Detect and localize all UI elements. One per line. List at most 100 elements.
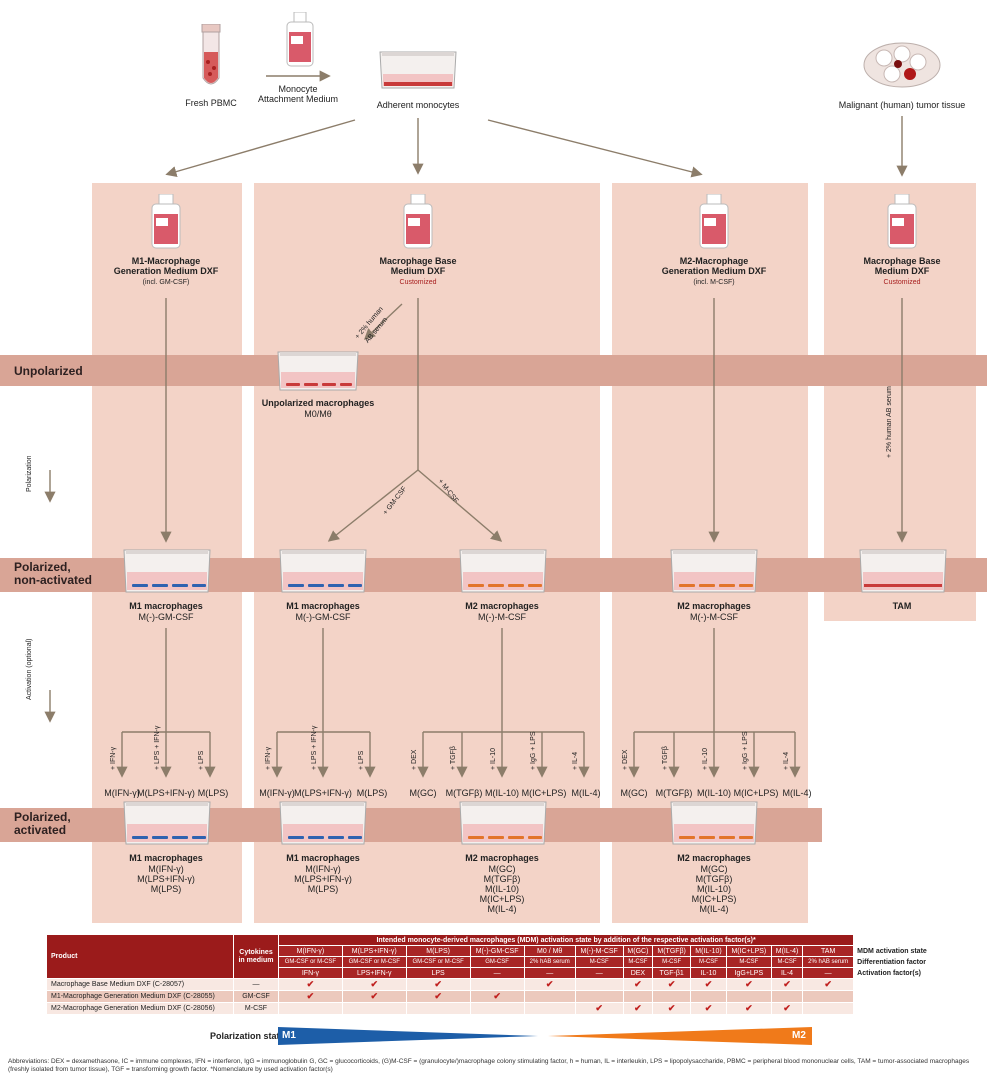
table-row-tail bbox=[853, 978, 940, 991]
table-row: M2-Macrophage Generation Medium DXF (C-2… bbox=[46, 1002, 940, 1015]
table-state-cell: M(IC+LPS) bbox=[725, 945, 772, 957]
m1b-activated-title: M1 macrophages bbox=[286, 853, 360, 863]
check-icon bbox=[574, 978, 624, 991]
m2a-state-4: M(IC+LPS) bbox=[521, 788, 567, 798]
table-diff-cell: 2% hAB serum bbox=[523, 956, 576, 968]
check-icon: ✔ bbox=[652, 978, 692, 991]
m2b-activated-line-5: M(IL-4) bbox=[699, 904, 729, 914]
table-act-cell: LPS+IFN-γ bbox=[341, 967, 407, 979]
m2a-state-3: M(IL-10) bbox=[484, 788, 520, 798]
m2a-factor-5: + IL-4 bbox=[572, 751, 579, 770]
check-icon bbox=[341, 1002, 407, 1015]
table-product-cytokine: M-CSF bbox=[233, 1002, 279, 1015]
m1b-activated-line-1: M(IFN-γ) bbox=[305, 864, 341, 874]
table-row-tail bbox=[853, 1002, 940, 1015]
m2b-factor-2: + TGFβ bbox=[662, 746, 669, 770]
m1a-activated-line-3: M(LPS) bbox=[150, 884, 182, 894]
table-act-cell: IFN-γ bbox=[278, 967, 343, 979]
table-header-cytokines: Cytokines in medium bbox=[233, 934, 279, 979]
m2-medium-note: (incl. M-CSF) bbox=[693, 279, 735, 286]
m2a-factor-2: + TGFβ bbox=[450, 746, 457, 770]
polarization-m2-label: M2 bbox=[792, 1030, 806, 1041]
check-icon bbox=[770, 990, 804, 1003]
table-row-label: Differentiation factor bbox=[853, 956, 940, 968]
product-table: Product Cytokines in medium Intended mon… bbox=[46, 934, 940, 1015]
m2b-activated-line-3: M(IL-10) bbox=[696, 884, 732, 894]
tam-dish-icon bbox=[859, 549, 947, 593]
check-icon: ✔ bbox=[725, 978, 772, 991]
m2b-activated-title: M2 macrophages bbox=[677, 853, 751, 863]
m2a-activated-line-5: M(IL-4) bbox=[487, 904, 517, 914]
check-icon: ✔ bbox=[574, 1002, 624, 1015]
check-icon: ✔ bbox=[405, 978, 471, 991]
table-product-cytokine: GM-CSF bbox=[233, 990, 279, 1003]
check-icon bbox=[574, 990, 624, 1003]
check-icon: ✔ bbox=[725, 1002, 772, 1015]
m2a-activated-line-3: M(IL-10) bbox=[484, 884, 520, 894]
unpolarized-sub: M0/Mθ bbox=[304, 409, 332, 419]
band-label-polarized-2: non-activated bbox=[14, 573, 93, 587]
m1a-state-2: M(LPS+IFN-γ) bbox=[137, 788, 195, 798]
table-diff-cell: M-CSF bbox=[725, 956, 772, 968]
table-diff-cell: M-CSF bbox=[574, 956, 624, 968]
band-unpolarized bbox=[0, 355, 987, 386]
column-tam bbox=[824, 183, 976, 621]
tam-medium-name-1: Macrophage Base bbox=[863, 256, 941, 266]
table-diff-cell: GM-CSF or M-CSF bbox=[405, 956, 471, 968]
table-diff-cell: 2% hAB serum bbox=[802, 956, 855, 968]
m1-medium-note: (incl. GM-CSF) bbox=[142, 279, 190, 286]
check-icon bbox=[278, 1002, 343, 1015]
m2b-state-1: M(GC) bbox=[620, 788, 648, 798]
check-icon: ✔ bbox=[652, 1002, 692, 1015]
m1b-factor-3: + LPS bbox=[358, 750, 365, 770]
m1b-activated-dish-icon bbox=[279, 801, 367, 845]
m1b-factor-2: + LPS + IFN-γ bbox=[311, 725, 318, 770]
m2a-activated-line-1: M(GC) bbox=[488, 864, 516, 874]
check-icon bbox=[523, 990, 576, 1003]
m2b-polarized-dish-icon bbox=[670, 549, 758, 593]
m2b-activated-line-1: M(GC) bbox=[700, 864, 728, 874]
table-state-cell: M(IL-4) bbox=[770, 945, 804, 957]
check-icon: ✔ bbox=[469, 990, 525, 1003]
table-act-cell: IL-10 bbox=[690, 967, 727, 979]
check-icon bbox=[652, 990, 692, 1003]
table-state-cell: M(-)-M-CSF bbox=[574, 945, 624, 957]
tam-polarized-label: TAM bbox=[892, 601, 912, 611]
check-icon bbox=[725, 990, 772, 1003]
m2-medium-name-1: M2-Macrophage bbox=[679, 256, 749, 266]
check-icon bbox=[469, 1002, 525, 1015]
table-header-product: Product bbox=[46, 934, 234, 979]
table-product-name: M2-Macrophage Generation Medium DXF (C-2… bbox=[46, 1002, 234, 1015]
m1b-state-3: M(LPS) bbox=[356, 788, 388, 798]
m1b-activated-line-3: M(LPS) bbox=[307, 884, 339, 894]
m2a-activated-line-4: M(IC+LPS) bbox=[479, 894, 525, 904]
tumor-tissue-label: Malignant (human) tumor tissue bbox=[838, 100, 966, 110]
check-icon: ✔ bbox=[405, 990, 471, 1003]
tumor-tissue-icon bbox=[863, 42, 941, 88]
base-medium-bottle-icon bbox=[403, 194, 433, 249]
polarization-gradient bbox=[278, 1027, 812, 1045]
m2b-polarized-title: M2 macrophages bbox=[677, 601, 751, 611]
table-diff-cell: M-CSF bbox=[770, 956, 804, 968]
table-state-cell: M(LPS+IFN-γ) bbox=[341, 945, 407, 957]
table-act-cell: IgG+LPS bbox=[725, 967, 772, 979]
m2b-factor-4: + IgG + LPS bbox=[742, 731, 749, 770]
tam-medium-bottle-icon bbox=[887, 194, 917, 249]
m1a-factor-1: + IFN-γ bbox=[110, 746, 117, 770]
abbreviations-footer: Abbreviations: DEX = dexamethasone, IC =… bbox=[8, 1058, 970, 1073]
band-label-unpolarized: Unpolarized bbox=[14, 364, 83, 378]
table-state-cell: M(TGFβ) bbox=[652, 945, 692, 957]
m2a-activated-title: M2 macrophages bbox=[465, 853, 539, 863]
band-label-polarized-1: Polarized, bbox=[14, 560, 71, 574]
check-icon bbox=[802, 1002, 855, 1015]
m2a-activated-line-2: M(TGFβ) bbox=[483, 874, 521, 884]
tam-serum-label: + 2% human AB serum bbox=[886, 386, 893, 458]
m1a-polarized-title: M1 macrophages bbox=[129, 601, 203, 611]
tam-medium-name-2: Medium DXF bbox=[874, 266, 930, 276]
check-icon: ✔ bbox=[523, 978, 576, 991]
table-row-label: Activation factor(s) bbox=[853, 967, 940, 979]
m2a-polarized-title: M2 macrophages bbox=[465, 601, 539, 611]
m2-medium-name-2: Generation Medium DXF bbox=[661, 266, 767, 276]
m1a-state-3: M(LPS) bbox=[197, 788, 229, 798]
